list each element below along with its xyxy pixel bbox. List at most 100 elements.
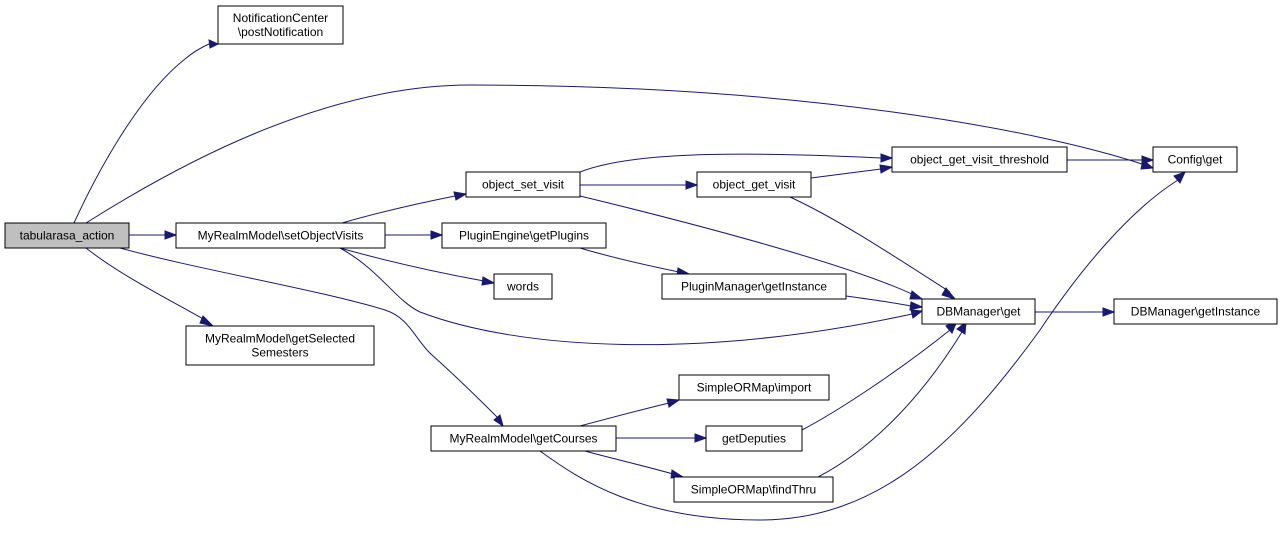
node-box [185, 325, 375, 366]
node-set-object-visits[interactable]: MyRealmModel\setObjectVisits [175, 222, 386, 249]
arrow-head-icon [880, 153, 894, 163]
edge-line [339, 247, 485, 282]
node-simpleormap-find-thru[interactable]: SimpleORMap\findThru [673, 476, 834, 503]
arrow-head-icon [164, 230, 178, 240]
edge-simpleormap-find-thru-to-db-manager-get [817, 320, 967, 478]
node-box [673, 476, 834, 503]
node-label: PluginEngine\getPlugins [459, 229, 589, 243]
node-box [465, 171, 581, 198]
edge-line [579, 247, 680, 273]
edge-get-courses-to-config-get [539, 171, 1186, 521]
edge-line [341, 195, 456, 224]
node-object-set-visit[interactable]: object_set_visit [465, 171, 581, 198]
arrow-head-icon [941, 287, 957, 300]
edge-tabularasa-action-to-notif-post [73, 39, 220, 224]
node-label: DBManager\get [936, 305, 1021, 319]
edge-line [579, 153, 882, 173]
node-label: object_set_visit [482, 178, 565, 192]
node-label: \postNotification [238, 25, 323, 39]
node-get-courses[interactable]: MyRealmModel\getCourses [430, 425, 617, 452]
arrow-head-icon [909, 301, 924, 311]
node-label: words [506, 280, 539, 294]
node-box [175, 222, 386, 249]
edge-object-get-visit-to-object-get-visit-threshold [810, 164, 894, 179]
edge-line [339, 247, 913, 346]
node-label: MyRealmModel\getSelected [205, 332, 355, 346]
arrow-head-icon [481, 276, 496, 286]
edge-line [579, 195, 915, 296]
arrow-head-icon [694, 433, 708, 443]
edge-object-set-visit-to-object-get-visit [580, 180, 699, 190]
edge-tabularasa-action-to-set-object-visits [129, 230, 178, 240]
node-box [217, 5, 344, 45]
node-box [661, 273, 847, 300]
node-object-get-visit[interactable]: object_get_visit [696, 171, 812, 198]
edge-line [85, 84, 1146, 224]
node-box [4, 222, 130, 249]
edge-object-set-visit-to-object-get-visit-threshold [579, 153, 894, 173]
arrow-head-icon [879, 164, 894, 174]
node-box [678, 374, 830, 401]
node-box [441, 222, 607, 249]
edge-object-set-visit-to-db-manager-get [579, 195, 924, 300]
node-label: NotificationCenter [233, 11, 328, 25]
node-box [921, 298, 1036, 325]
arrow-head-icon [910, 309, 924, 319]
arrow-head-icon [1173, 171, 1186, 184]
arrow-head-icon [430, 230, 444, 240]
edge-line [801, 329, 951, 431]
edge-get-courses-to-get-deputies [616, 433, 708, 443]
node-label: MyRealmModel\setObjectVisits [198, 229, 364, 243]
edge-line [73, 43, 210, 224]
edge-line [579, 402, 670, 427]
node-get-deputies[interactable]: getDeputies [705, 425, 803, 452]
node-object-get-visit-threshold[interactable]: object_get_visit_threshold [891, 146, 1068, 173]
node-words[interactable]: words [493, 273, 553, 300]
arrow-head-icon [685, 180, 699, 190]
edge-get-courses-to-simpleormap-import [579, 398, 681, 427]
node-notif-post[interactable]: NotificationCenter\postNotification [217, 5, 344, 45]
arrow-head-icon [666, 398, 681, 408]
node-db-manager-get[interactable]: DBManager\get [921, 298, 1036, 325]
node-label: object_get_visit_threshold [910, 153, 1049, 167]
arrow-head-icon [199, 315, 215, 327]
node-box [1113, 298, 1278, 325]
node-label: SimpleORMap\findThru [691, 483, 816, 497]
edge-line [119, 247, 499, 419]
node-label: SimpleORMap\import [697, 381, 812, 395]
node-label: MyRealmModel\getCourses [449, 432, 597, 446]
edge-line [789, 196, 951, 293]
edge-set-object-visits-to-object-set-visit [341, 191, 468, 224]
arrow-head-icon [956, 320, 967, 335]
node-label: getDeputies [722, 432, 786, 446]
edge-set-object-visits-to-db-manager-get [339, 247, 924, 346]
node-label: Config\get [1168, 153, 1223, 167]
node-label: Semesters [251, 346, 308, 360]
node-plugin-manager-get-instance[interactable]: PluginManager\getInstance [661, 273, 847, 300]
node-label: PluginManager\getInstance [681, 280, 827, 294]
arrow-head-icon [453, 191, 468, 201]
node-label: DBManager\getInstance [1131, 305, 1261, 319]
node-box [493, 273, 553, 300]
node-simpleormap-import[interactable]: SimpleORMap\import [678, 374, 830, 401]
edge-line [810, 168, 882, 179]
edge-line [845, 295, 912, 307]
node-plugin-engine-get-plugins[interactable]: PluginEngine\getPlugins [441, 222, 607, 249]
node-box [891, 146, 1068, 173]
edge-line [817, 331, 963, 478]
edge-set-object-visits-to-plugin-engine-get-plugins [385, 230, 444, 240]
arrow-head-icon [493, 414, 504, 428]
node-config-get[interactable]: Config\get [1152, 146, 1238, 173]
node-box [705, 425, 803, 452]
arrow-head-icon [1102, 307, 1116, 317]
node-box [696, 171, 812, 198]
node-db-manager-get-instance[interactable]: DBManager\getInstance [1113, 298, 1278, 325]
edge-set-object-visits-to-words [339, 247, 496, 286]
edge-plugin-engine-get-plugins-to-plugin-manager-get-instance [579, 247, 691, 277]
edge-line [584, 450, 674, 475]
edges-layer [73, 39, 1186, 521]
edge-db-manager-get-to-db-manager-get-instance [1035, 307, 1116, 317]
node-box [1152, 146, 1238, 173]
node-tabularasa-action[interactable]: tabularasa_action [4, 222, 130, 249]
